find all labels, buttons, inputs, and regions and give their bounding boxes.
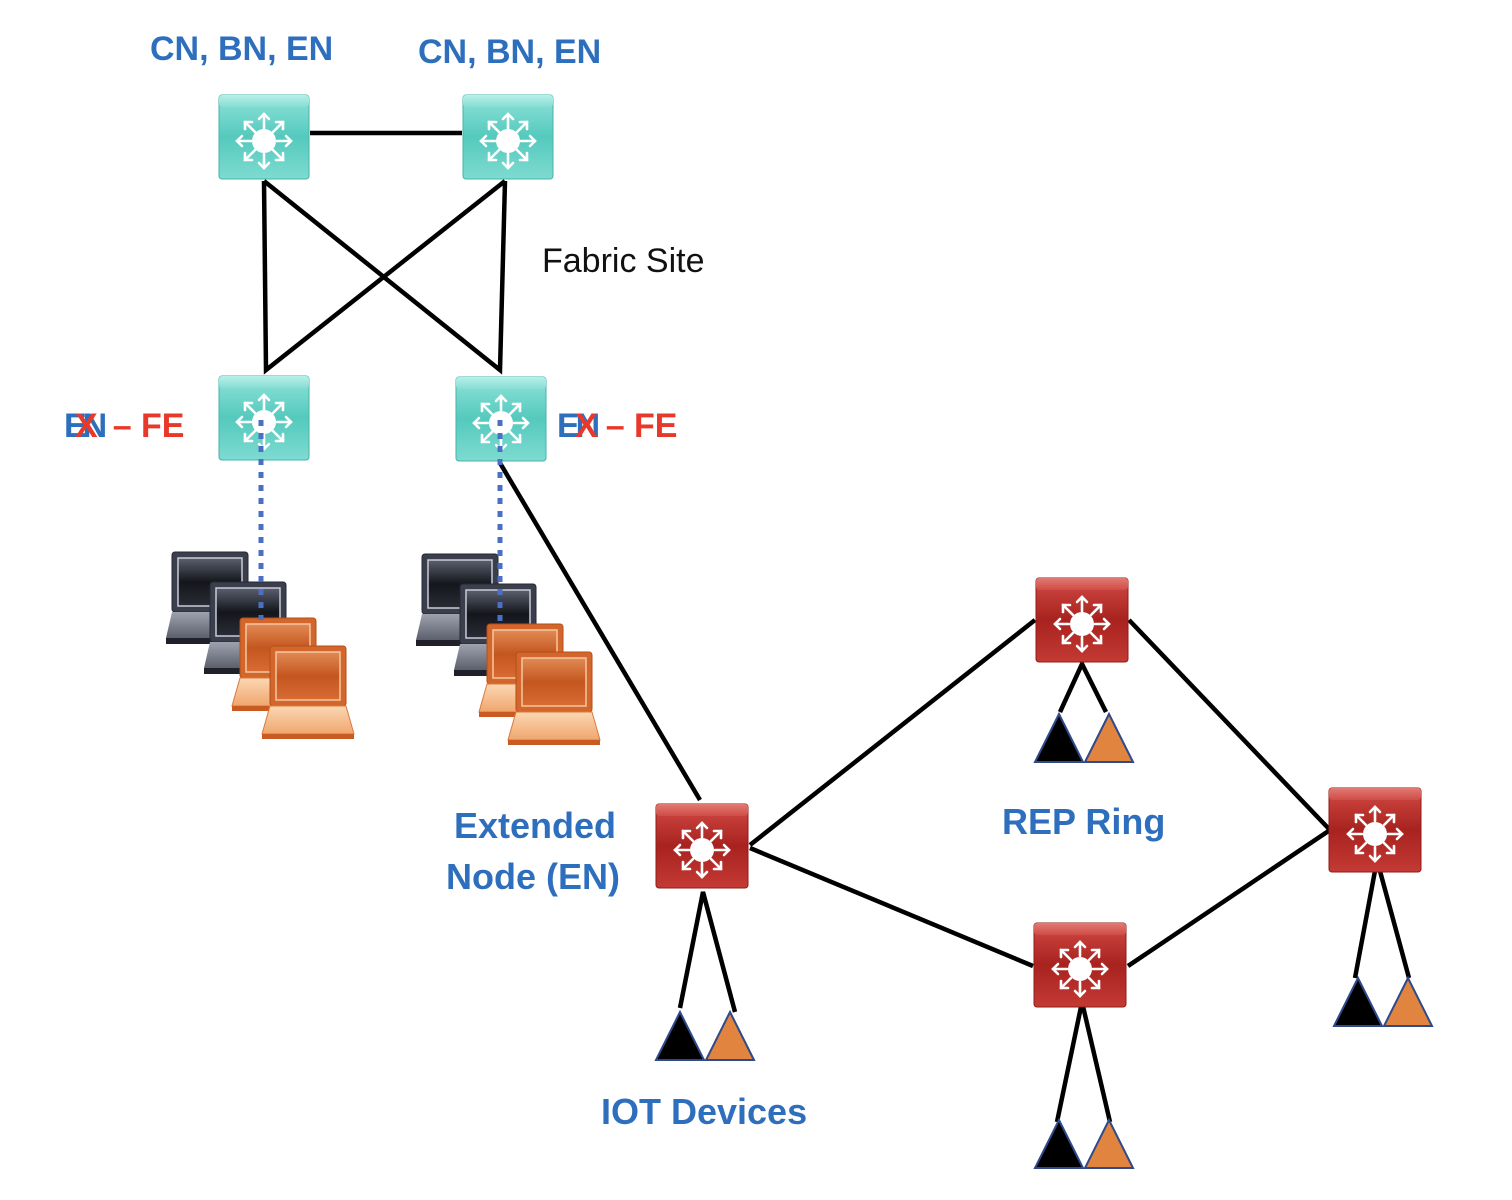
laptop-icon bbox=[261, 645, 355, 740]
cp-right-label: CN, BN, EN bbox=[418, 33, 602, 71]
link-rep-top-rep-right bbox=[1127, 618, 1332, 832]
struck-role-text: EN bbox=[64, 407, 107, 445]
link-fe-right-extended-node bbox=[498, 461, 702, 802]
extended-node-label-line2: Node (EN) bbox=[446, 856, 620, 897]
iot-leads-rep-top bbox=[1057, 658, 1109, 714]
iot-devices-rep-right-icon bbox=[1333, 977, 1433, 1027]
fe-right-role-label: EN X – FE bbox=[557, 407, 678, 446]
iot-leads-extended-node bbox=[677, 891, 738, 1013]
fe-left-role-label: EN X – FE bbox=[64, 407, 185, 446]
link-rep-bottom-rep-right bbox=[1126, 828, 1332, 968]
link-extended-node-rep-bottom bbox=[749, 845, 1034, 969]
iot-leads-rep-right bbox=[1352, 859, 1412, 979]
dotted-links bbox=[258, 420, 503, 625]
replacement-role-text: – FE bbox=[112, 407, 185, 445]
rep-right-switch-icon[interactable] bbox=[1329, 788, 1421, 872]
iot-devices-rep-bottom-icon bbox=[1034, 1119, 1134, 1169]
link-extended-node-rep-top bbox=[748, 618, 1037, 847]
laptop-icon bbox=[507, 651, 601, 746]
rep-bottom-switch-icon[interactable] bbox=[1034, 923, 1126, 1007]
struck-role-text: EN bbox=[557, 407, 600, 445]
fe-left-switch-icon[interactable] bbox=[219, 376, 309, 460]
extended-node-switch-icon[interactable] bbox=[656, 804, 748, 888]
link-cp-left-fe-left-and-cp-right bbox=[261, 179, 507, 375]
extended-node-label-line1: Extended bbox=[454, 805, 617, 846]
rep-top-switch-icon[interactable] bbox=[1036, 578, 1128, 662]
iot-leads-rep-bottom bbox=[1054, 1001, 1113, 1123]
iot-devices-rep-top-icon bbox=[1034, 713, 1134, 763]
fabric-site-label: Fabric Site bbox=[542, 242, 705, 280]
link-cp-left-fe-right-and-cp-right bbox=[262, 179, 508, 375]
cp-left-switch-icon[interactable] bbox=[219, 95, 309, 179]
replacement-role-text: – FE bbox=[605, 407, 678, 445]
strike-mark: X bbox=[575, 407, 598, 445]
solid-links bbox=[261, 130, 1412, 1123]
rep-ring-label: REP Ring bbox=[1002, 801, 1166, 842]
cp-right-switch-icon[interactable] bbox=[463, 95, 553, 179]
cp-left-label: CN, BN, EN bbox=[150, 30, 334, 68]
strike-mark: X bbox=[75, 407, 98, 445]
iot-devices-label: IOT Devices bbox=[601, 1091, 808, 1132]
iot-devices-extended-node-icon bbox=[655, 1011, 755, 1061]
